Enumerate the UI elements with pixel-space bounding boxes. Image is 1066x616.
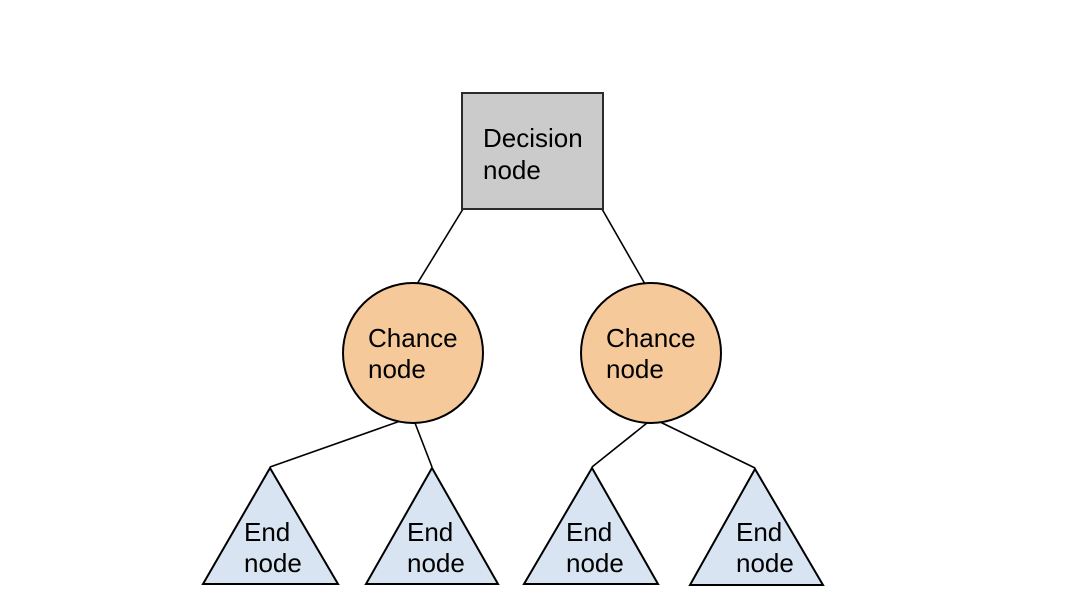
chance-node-right-label: Chance node (606, 323, 703, 384)
end-node-2: End node (364, 465, 500, 585)
chance-node-right-shape (580, 282, 722, 424)
end-node-3: End node (522, 466, 660, 585)
edge-chance-left-to-end-2 (414, 422, 433, 468)
end-node-2-shape (364, 465, 500, 585)
edge-chance-right-to-end-3 (591, 422, 648, 468)
end-node-4-shape (688, 466, 825, 586)
end-node-1-shape (201, 466, 340, 585)
decision-node-label: Decision node (483, 123, 590, 185)
end-node-2-label: End node (407, 517, 465, 578)
end-node-3-label: End node (566, 517, 624, 578)
end-node-1: End node (201, 466, 340, 585)
chance-node-left-shape (342, 282, 484, 424)
edge-decision-to-chance-left (416, 208, 464, 285)
end-node-3-shape (522, 466, 660, 585)
edge-chance-right-to-end-4 (655, 419, 756, 469)
end-node-4-label: End node (736, 517, 794, 578)
decision-node-shape (461, 92, 604, 210)
edges (269, 208, 756, 469)
end-node-1-label: End node (244, 517, 302, 578)
end-node-4: End node (688, 466, 825, 586)
decision-node: Decision node (461, 92, 604, 210)
chance-node-left-label: Chance node (368, 323, 465, 384)
chance-node-right: Chance node (580, 282, 722, 424)
edge-chance-left-to-end-1 (269, 418, 407, 468)
chance-node-left: Chance node (342, 282, 484, 424)
edge-decision-to-chance-right (601, 208, 646, 285)
